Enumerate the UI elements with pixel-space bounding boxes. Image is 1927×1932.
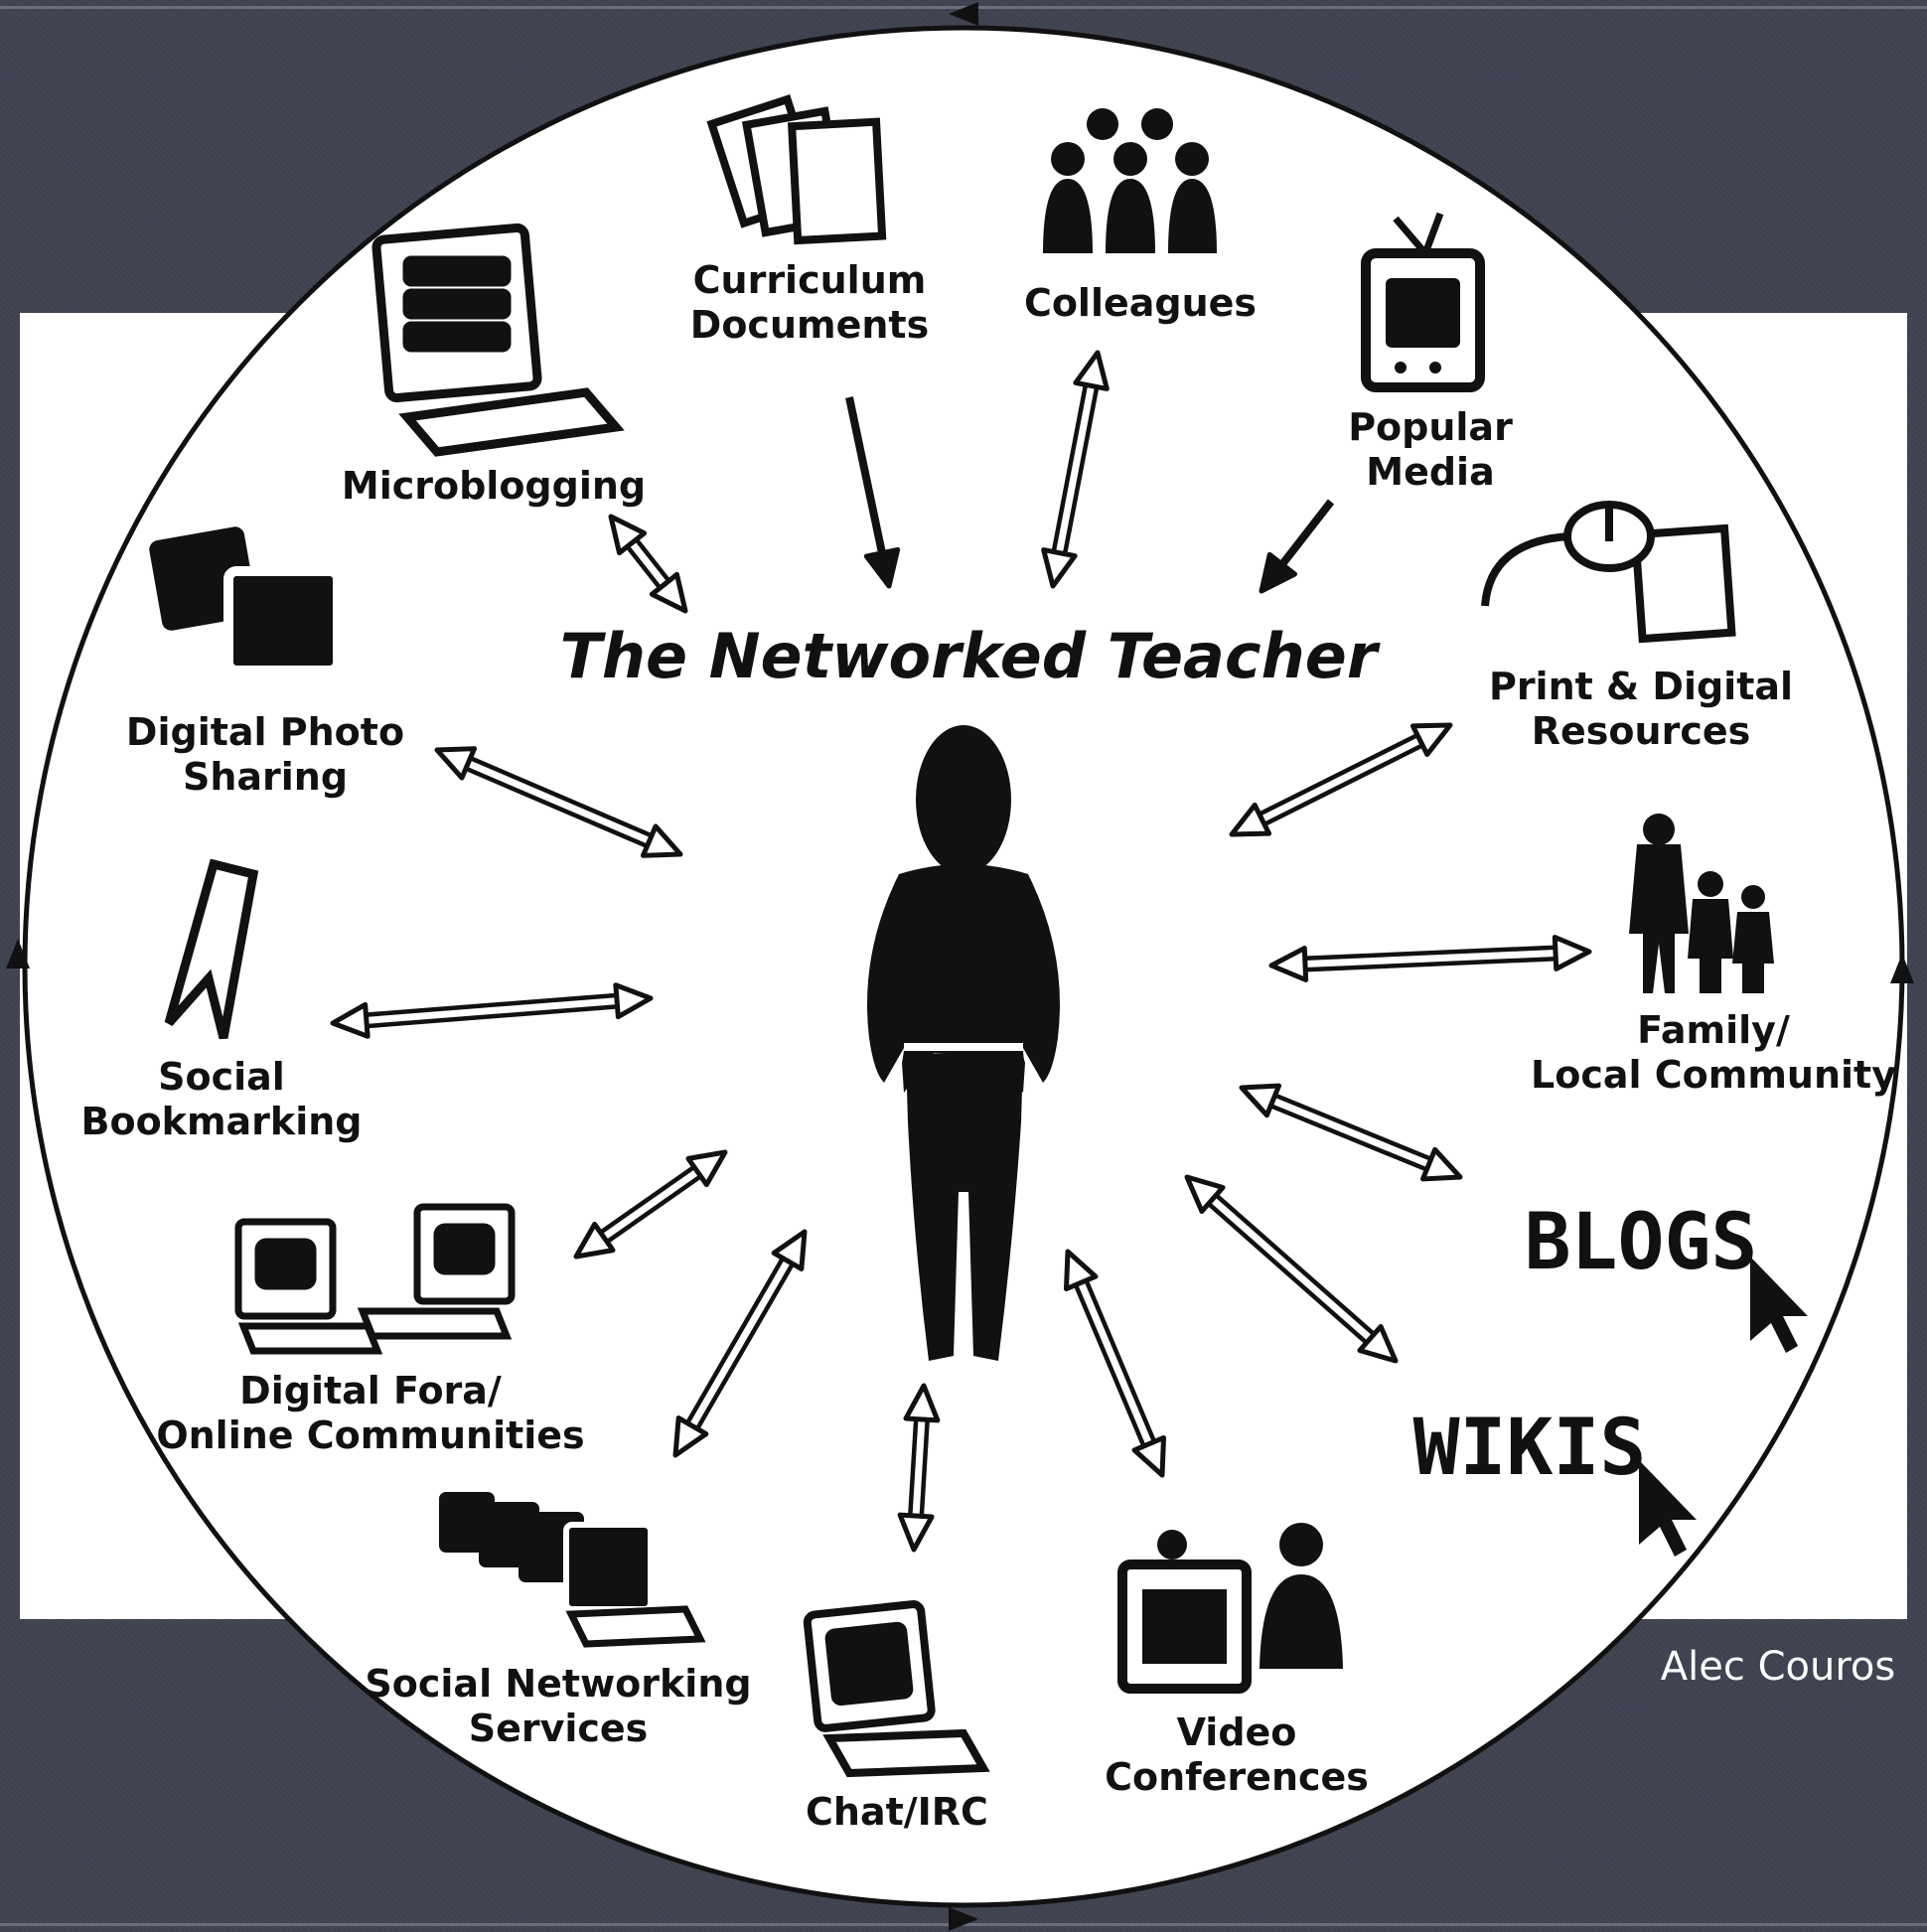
label-fora-2: Online Communities: [156, 1413, 584, 1457]
circle-arrowhead-top: [949, 2, 978, 26]
laptops-chat-icon: [234, 1203, 516, 1355]
label-family-2: Local Community: [1531, 1053, 1896, 1097]
chat-laptop-icon: [803, 1600, 990, 1778]
label-curriculum-2: Documents: [690, 303, 929, 347]
photo-frames-icon: [149, 526, 343, 675]
label-family-1: Family/: [1637, 1008, 1790, 1052]
computer-icon: [371, 223, 625, 457]
credit: Alec Couros: [1660, 1644, 1896, 1690]
label-chat: Chat/IRC: [806, 1790, 988, 1834]
video-conference-icon: [1117, 1523, 1343, 1694]
label-video-2: Conferences: [1105, 1755, 1369, 1799]
label-popular-media-1: Popular: [1348, 405, 1513, 449]
label-bookmarking-2: Bookmarking: [81, 1100, 363, 1143]
bookmark-icon: [164, 858, 259, 1040]
teacher-figure-icon: [867, 725, 1060, 1361]
arrow-social-networking: [672, 1229, 808, 1458]
connection-arrows: [330, 350, 1592, 1553]
arrow-family: [1268, 935, 1592, 982]
family-icon: [1629, 814, 1774, 993]
arrow-microblogging: [608, 514, 688, 614]
laptops-row-icon: [439, 1492, 706, 1648]
label-curriculum-1: Curriculum: [693, 258, 927, 302]
label-social-networking-2: Services: [469, 1707, 649, 1750]
label-blogs: BLOGS: [1525, 1198, 1758, 1287]
arrow-fora: [573, 1149, 728, 1260]
label-print-digital-2: Resources: [1532, 709, 1750, 753]
label-print-digital-1: Print & Digital: [1489, 665, 1793, 708]
arrow-bookmarking: [330, 982, 654, 1039]
arrow-blogs: [1239, 1083, 1463, 1182]
arrow-popular-media: [1259, 499, 1335, 594]
arrow-chat: [897, 1383, 941, 1553]
arrow-photo-sharing: [434, 746, 683, 858]
blogs-cursor-icon: [1750, 1257, 1808, 1353]
top-rule: [0, 6, 1927, 9]
arrow-wikis: [1184, 1174, 1399, 1364]
colleagues-icon: [1043, 108, 1217, 253]
circle-arrowhead-left: [6, 939, 30, 968]
arrow-colleagues: [1041, 350, 1110, 589]
documents-icon: [706, 94, 887, 245]
label-social-networking-1: Social Networking: [365, 1662, 751, 1706]
label-popular-media-2: Media: [1366, 450, 1494, 494]
diagram-title: The Networked Teacher: [560, 620, 1381, 692]
arrow-video: [1063, 1249, 1167, 1478]
tv-icon: [1361, 212, 1485, 392]
label-colleagues: Colleagues: [1024, 281, 1257, 325]
label-bookmarking-1: Social: [158, 1055, 285, 1099]
arrow-curriculum: [845, 396, 901, 589]
wikis-cursor-icon: [1639, 1460, 1697, 1557]
circle-arrowhead-right: [1890, 954, 1914, 983]
label-photo-sharing-1: Digital Photo: [126, 710, 404, 754]
label-wikis: WIKIS: [1413, 1404, 1647, 1493]
label-photo-sharing-2: Sharing: [183, 755, 348, 799]
arrow-print-digital: [1229, 722, 1453, 837]
label-microblogging: Microblogging: [342, 464, 646, 508]
label-video-1: Video: [1177, 1710, 1297, 1754]
mouse-paper-icon: [1481, 501, 1736, 644]
circle-arrowhead-bottom: [949, 1907, 978, 1931]
label-fora-1: Digital Fora/: [239, 1369, 502, 1412]
